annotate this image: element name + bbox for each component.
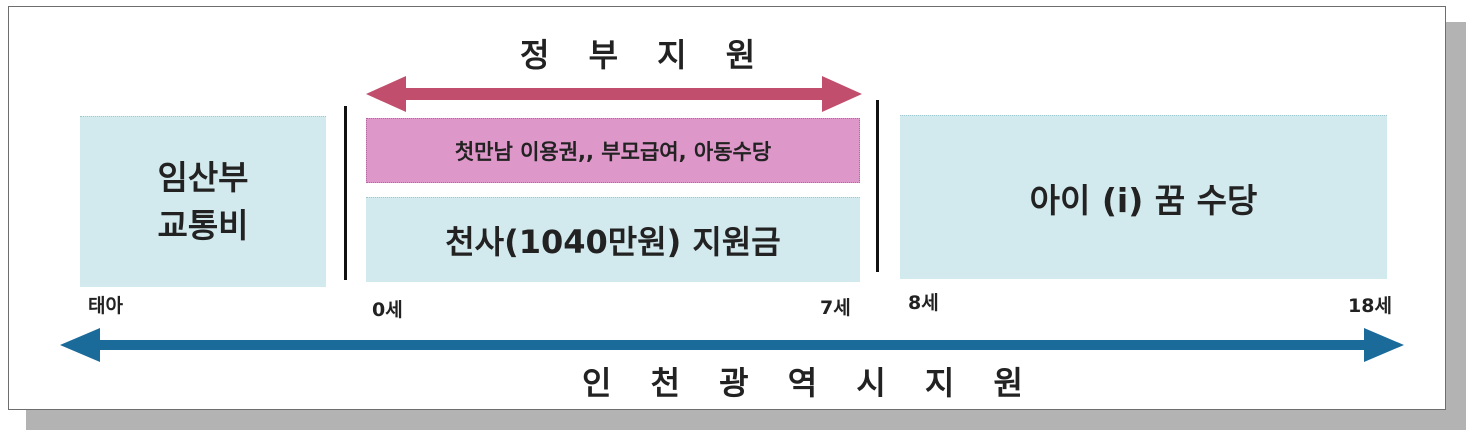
government-support-title: 정 부 지 원: [520, 36, 770, 74]
dream-allowance-box: 아이 (i) 꿈 수당: [900, 115, 1387, 279]
age-label-18: 18세: [1348, 295, 1392, 317]
age-label-8: 8세: [908, 292, 939, 314]
first-meeting-box: 첫만남 이용권,, 부모급여, 아동수당: [366, 118, 860, 183]
dream-allowance-label: 아이 (i) 꿈 수당: [1029, 180, 1258, 220]
age0-divider: [344, 106, 347, 280]
pregnant-transport-label: 임산부 교통비: [157, 158, 249, 245]
angel-subsidy-box: 천사(1040만원) 지원금: [366, 197, 860, 282]
age-label-7: 7세: [820, 297, 851, 319]
angel-subsidy-label: 천사(1040만원) 지원금: [445, 223, 781, 261]
pregnant-transport-box: 임산부 교통비: [80, 116, 326, 287]
government-support-arrow: [366, 76, 862, 112]
age-label-0: 0세: [372, 299, 403, 321]
age-label-fetus: 태아: [88, 295, 123, 317]
age7-divider: [876, 100, 879, 272]
first-meeting-label: 첫만남 이용권,, 부모급여, 아동수당: [454, 139, 772, 164]
incheon-support-title: 인 천 광 역 시 지 원: [582, 364, 1037, 402]
incheon-support-arrow: [60, 328, 1404, 362]
